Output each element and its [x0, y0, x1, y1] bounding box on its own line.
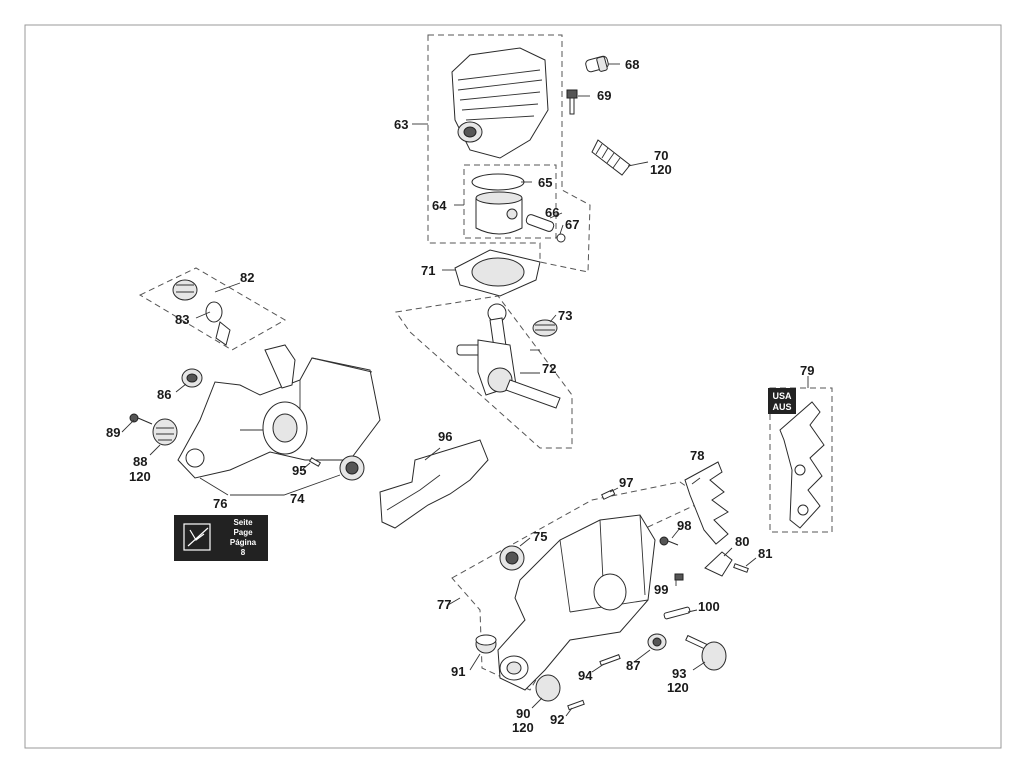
screw-69 — [566, 89, 578, 115]
screw-92 — [567, 699, 585, 711]
label-97: 97 — [619, 475, 633, 490]
label-80: 80 — [735, 534, 749, 549]
label-64: 64 — [432, 198, 447, 213]
av-buffer-90 — [535, 674, 561, 702]
label-91: 91 — [451, 664, 465, 679]
piston-pin — [525, 214, 555, 232]
label-65: 65 — [538, 175, 552, 190]
part-labels: 63 64 65 66 67 68 69 70 120 71 72 73 74 … — [106, 57, 814, 735]
circlip — [556, 233, 566, 243]
page-reference[interactable]: Seite Page Página 8 — [174, 515, 268, 561]
label-86: 86 — [157, 387, 171, 402]
label-96: 96 — [438, 429, 452, 444]
label-88: 88 — [133, 454, 147, 469]
tank-housing — [497, 514, 656, 691]
label-82: 82 — [240, 270, 254, 285]
page-ref-line2: Page — [233, 528, 253, 537]
label-74: 74 — [290, 491, 305, 506]
label-95: 95 — [292, 463, 306, 478]
screw-98 — [659, 536, 679, 546]
label-69: 69 — [597, 88, 611, 103]
label-90: 90 — [516, 706, 530, 721]
dowel-pin-97 — [601, 488, 616, 500]
ball-bearing-75 — [499, 545, 525, 571]
label-63: 63 — [394, 117, 408, 132]
label-92: 92 — [550, 712, 564, 727]
label-66: 66 — [545, 205, 559, 220]
av-buffer-93 — [685, 634, 727, 671]
shaft-seal-86 — [181, 368, 203, 388]
ball-bearing-74 — [339, 455, 365, 481]
sleeve-91 — [475, 634, 497, 654]
label-68: 68 — [625, 57, 639, 72]
crankshaft-part — [456, 339, 561, 409]
label-93: 93 — [672, 666, 686, 681]
plate-80 — [704, 551, 733, 577]
label-81: 81 — [758, 546, 772, 561]
page-border — [24, 24, 1002, 749]
cylinder-part — [451, 47, 549, 159]
page-ref-line4: 8 — [241, 548, 246, 557]
screw-94 — [599, 654, 621, 666]
dowel-pin-95 — [308, 457, 322, 467]
cylinder-group — [427, 34, 631, 297]
label-79: 79 — [800, 363, 814, 378]
bolt-100 — [663, 606, 691, 620]
decompression-valve — [585, 55, 609, 73]
label-72: 72 — [542, 361, 556, 376]
piston-part — [475, 191, 523, 235]
page-ref-line1: Seite — [233, 518, 253, 527]
label-83: 83 — [175, 312, 189, 327]
spring-part-70 — [591, 139, 631, 176]
piston-ring — [471, 173, 525, 191]
label-77: 77 — [437, 597, 451, 612]
tank-housing-box — [451, 481, 708, 691]
roller-bearing — [532, 319, 558, 337]
crankcase-gasket-96 — [379, 439, 489, 529]
label-70: 70 — [654, 148, 668, 163]
sleeve-87 — [647, 633, 667, 651]
av-buffer-88 — [152, 418, 178, 446]
screw-81 — [733, 563, 749, 573]
label-94: 94 — [578, 668, 593, 683]
label-67: 67 — [565, 217, 579, 232]
label-90-qty: 120 — [512, 720, 534, 735]
region-badge: USA AUS — [768, 388, 796, 414]
label-70-qty: 120 — [650, 162, 672, 177]
region-badge-line1: USA — [772, 391, 792, 401]
label-89: 89 — [106, 425, 120, 440]
label-93-qty: 120 — [667, 680, 689, 695]
screw-99 — [674, 573, 684, 581]
bumper-spike-78 — [684, 461, 729, 545]
crankshaft-group — [395, 295, 573, 449]
oil-pump-box — [138, 267, 287, 351]
label-98: 98 — [677, 518, 691, 533]
label-99: 99 — [654, 582, 668, 597]
spike-79-box — [769, 387, 833, 533]
label-88-qty: 120 — [129, 469, 151, 484]
label-87: 87 — [626, 658, 640, 673]
label-100: 100 — [698, 599, 720, 614]
page-ref-line3: Página — [230, 538, 257, 547]
label-71: 71 — [421, 263, 435, 278]
crankcase-left — [177, 344, 381, 479]
bumper-spike-79 — [779, 401, 825, 529]
label-75: 75 — [533, 529, 547, 544]
region-badge-line2: AUS — [772, 402, 791, 412]
label-78: 78 — [690, 448, 704, 463]
screw-89 — [129, 413, 153, 425]
oil-pump-part — [172, 279, 231, 346]
label-76: 76 — [213, 496, 227, 511]
leader-lines — [121, 63, 809, 717]
label-73: 73 — [558, 308, 572, 323]
hand-book-icon — [183, 523, 211, 551]
